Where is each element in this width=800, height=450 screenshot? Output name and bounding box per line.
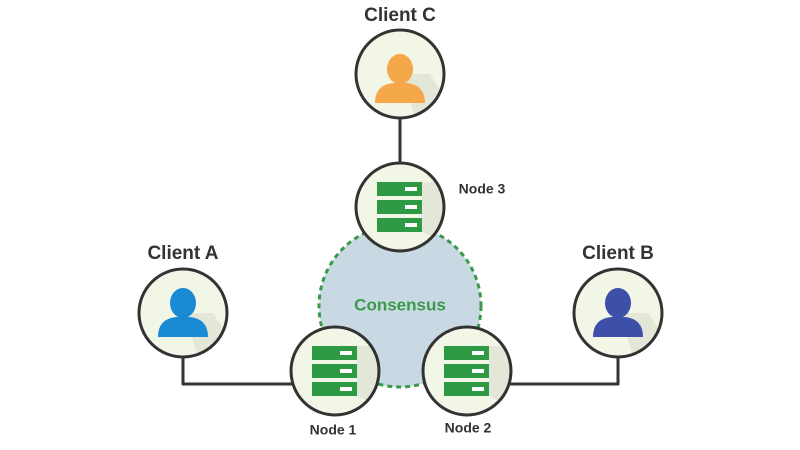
connector-client-a-node-1 xyxy=(181,355,293,386)
server-icon xyxy=(312,346,379,414)
node-2-label: Node 2 xyxy=(445,420,492,436)
client-b: Client B xyxy=(572,243,664,359)
node-1-label: Node 1 xyxy=(310,422,357,438)
client-c-label: Client C xyxy=(364,5,436,26)
client-c: Client C xyxy=(354,5,446,120)
server-icon xyxy=(377,182,444,250)
client-a-label: Client A xyxy=(147,243,218,264)
node-2: Node 2 xyxy=(421,325,513,436)
client-a: Client A xyxy=(137,243,229,359)
node-1: Node 1 xyxy=(289,325,381,438)
client-b-label: Client B xyxy=(582,243,654,264)
connector-client-b-node-2 xyxy=(509,355,620,386)
node-3-label: Node 3 xyxy=(459,181,506,197)
node-3: Node 3 xyxy=(354,161,506,253)
consensus-label: Consensus xyxy=(354,295,446,314)
connectors xyxy=(181,116,620,386)
server-icon xyxy=(444,346,511,414)
